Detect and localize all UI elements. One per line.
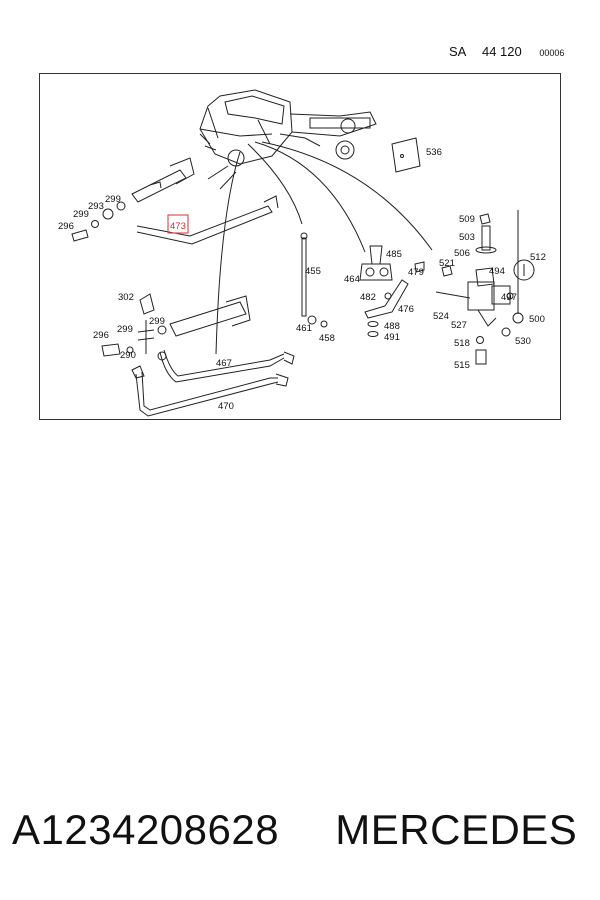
part-footer: A1234208628 MERCEDES	[12, 806, 588, 854]
part-label-512[interactable]: 512	[530, 252, 546, 263]
part-label-506[interactable]: 506	[454, 248, 470, 259]
diagram-frame: 473 536 299 293 299 296 509 503 506 512 …	[39, 73, 561, 420]
part-label-467[interactable]: 467	[216, 358, 232, 369]
part-label-500[interactable]: 500	[529, 314, 545, 325]
header-sa: SA	[449, 44, 467, 59]
part-label-491[interactable]: 491	[384, 332, 400, 343]
part-label-524[interactable]: 524	[433, 311, 449, 322]
part-label-485[interactable]: 485	[386, 249, 402, 260]
part-label-299[interactable]: 299	[105, 194, 121, 205]
part-label-461[interactable]: 461	[296, 323, 312, 334]
part-label-518[interactable]: 518	[454, 338, 470, 349]
part-label-299[interactable]: 299	[149, 316, 165, 327]
part-number: A1234208628	[12, 806, 280, 853]
truck-illustration	[199, 89, 377, 167]
part-labels: 536 299 293 299 296 509 503 506 512 485 …	[58, 147, 546, 412]
part-label-470[interactable]: 470	[218, 401, 234, 412]
part-label-482[interactable]: 482	[360, 292, 376, 303]
part-label-296[interactable]: 296	[58, 221, 74, 232]
part-label-521[interactable]: 521	[439, 258, 455, 269]
part-label-509[interactable]: 509	[459, 214, 475, 225]
part-label-296[interactable]: 296	[93, 330, 109, 341]
brand-name: MERCEDES	[335, 806, 578, 853]
part-label-293[interactable]: 293	[88, 201, 104, 212]
header-code: 00006	[539, 48, 565, 58]
part-label-527[interactable]: 527	[451, 320, 467, 331]
part-label-497[interactable]: 497	[501, 292, 517, 303]
header-group-number: 44 120	[481, 44, 522, 59]
part-label-530[interactable]: 530	[515, 336, 531, 347]
part-label-494[interactable]: 494	[489, 266, 505, 277]
part-label-302[interactable]: 302	[118, 292, 134, 303]
part-label-290[interactable]: 290	[120, 350, 136, 361]
part-label-476[interactable]: 476	[398, 304, 414, 315]
part-label-299[interactable]: 299	[73, 209, 89, 220]
part-label-458[interactable]: 458	[319, 333, 335, 344]
parts-diagram: 473 536 299 293 299 296 509 503 506 512 …	[58, 89, 546, 417]
diagram-header: SA 44 120 00006	[449, 44, 564, 59]
part-label-536[interactable]: 536	[426, 147, 442, 158]
highlight-box-473	[167, 214, 189, 234]
part-label-473[interactable]: 473	[170, 221, 186, 232]
part-label-479[interactable]: 479	[408, 267, 424, 278]
part-label-503[interactable]: 503	[459, 232, 475, 243]
part-label-299[interactable]: 299	[117, 324, 133, 335]
part-label-515[interactable]: 515	[454, 360, 470, 371]
part-label-464[interactable]: 464	[344, 274, 360, 285]
part-label-455[interactable]: 455	[305, 266, 321, 277]
part-label-488[interactable]: 488	[384, 321, 400, 332]
